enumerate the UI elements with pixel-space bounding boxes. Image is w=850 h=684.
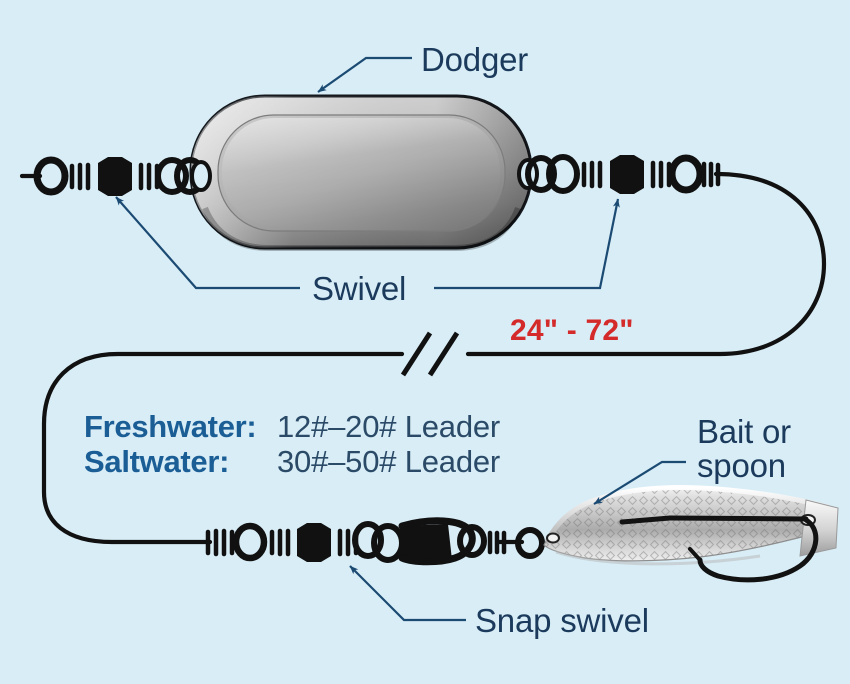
line-segment-mid xyxy=(41,351,405,545)
callout-dodger xyxy=(317,56,412,93)
right-swivel-link-ring-2 xyxy=(546,154,580,194)
left-swivel xyxy=(33,156,212,196)
line-break-marks xyxy=(400,331,460,377)
spoon-tail-facet xyxy=(799,499,839,557)
callout-snap-swivel xyxy=(349,565,466,622)
snap-swivel-wraps-right xyxy=(487,530,507,555)
right-swivel-barrel xyxy=(610,155,644,194)
callout-swivel-right xyxy=(434,198,620,290)
right-swivel-link-ring-1 xyxy=(525,155,557,193)
label-dodger: Dodger xyxy=(421,41,528,78)
snap-swivel-end-ring xyxy=(232,522,268,562)
dodger-bottom-rim xyxy=(202,206,521,251)
left-swivel-link-ring-1 xyxy=(155,157,189,195)
label-leader-length: 24" - 72" xyxy=(510,314,634,347)
snap-swivel-clip-body xyxy=(400,524,452,560)
snap-swivel-clip-wire xyxy=(398,517,476,566)
break-mark-2 xyxy=(427,331,460,377)
left-swivel-knot-wraps-outer xyxy=(69,162,91,191)
spoon-hook-point xyxy=(688,547,702,562)
right-swivel-line-wraps xyxy=(701,161,721,188)
spoon-top-edge xyxy=(545,485,831,543)
right-swivel-knot-wraps-inner xyxy=(581,160,603,189)
spoon-split-ring xyxy=(515,527,545,559)
spoon-nose-hole xyxy=(546,532,560,544)
snap-swivel-wraps-left xyxy=(205,528,235,557)
left-swivel-barrel xyxy=(98,157,132,196)
label-snap-swivel: Snap swivel xyxy=(475,602,649,639)
snap-swivel xyxy=(205,517,507,566)
label-saltwater-value: 30#–50# Leader xyxy=(277,444,500,479)
spoon-lure xyxy=(515,485,839,583)
right-swivel xyxy=(517,154,721,194)
snap-swivel-clip-ring xyxy=(457,524,487,558)
label-saltwater-name: Saltwater: xyxy=(84,444,229,479)
spoon-hook-shank-front xyxy=(619,515,673,525)
snap-swivel-link-ring-1 xyxy=(352,521,384,559)
dodger-left-eyelet xyxy=(190,160,212,192)
callout-swivel-left xyxy=(115,196,300,290)
label-freshwater-name: Freshwater: xyxy=(84,409,256,444)
dodger-inner-sheen xyxy=(222,118,500,226)
label-spoon: spoon xyxy=(697,447,786,484)
fishing-line xyxy=(19,171,827,545)
spoon-hook-bend xyxy=(697,517,819,583)
dodger xyxy=(189,94,533,251)
label-bait-or: Bait or xyxy=(697,413,791,450)
snap-swivel-barrel xyxy=(297,523,331,562)
right-swivel-end-ring xyxy=(668,154,704,194)
label-swivel: Swivel xyxy=(312,270,406,307)
callout-lines xyxy=(115,56,686,622)
spoon-hook-shank xyxy=(667,515,809,522)
line-segment-upper-right-loop xyxy=(465,171,827,357)
break-mark-1 xyxy=(400,331,433,377)
spoon-belly-shadow xyxy=(555,550,761,566)
label-freshwater-value: 12#–20# Leader xyxy=(277,409,500,444)
left-swivel-end-ring xyxy=(33,156,69,196)
callout-bait-spoon xyxy=(593,460,686,505)
snap-swivel-wraps-mid-left xyxy=(269,528,291,557)
